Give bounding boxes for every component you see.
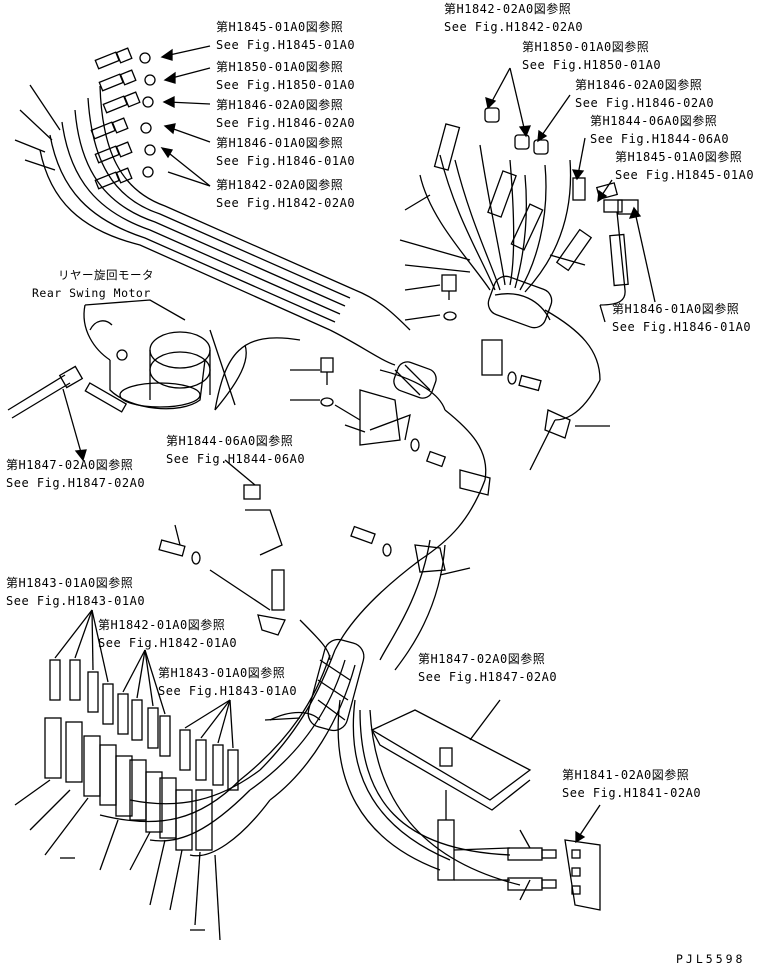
lower-center-fittings [158, 484, 471, 636]
ref-h1850-01a0-tl: 第H1850-01A0図参照 See Fig.H1850-01A0 [216, 60, 356, 92]
rear-swing-motor [83, 299, 247, 411]
motor-hose-left [7, 365, 128, 462]
lower-left-hose-bundle [99, 539, 521, 886]
misc-leaders [224, 459, 301, 721]
central-hose [214, 337, 487, 561]
ref-h1844-06a0-center: 第H1844-06A0図参照 See Fig.H1844-06A0 [166, 434, 306, 466]
ref-h1847-02a0-left: 第H1847-02A0図参照 See Fig.H1847-02A0 [6, 458, 146, 490]
ref-h1850-01a0-tr: 第H1850-01A0図参照 See Fig.H1850-01A0 [522, 40, 662, 72]
top-left-fittings [14, 47, 156, 190]
ref-h1841-02a0-right: 第H1841-02A0図参照 See Fig.H1841-02A0 [562, 768, 702, 800]
ref-h1846-02a0-tl: 第H1846-02A0図参照 See Fig.H1846-02A0 [216, 98, 356, 130]
rear-swing-motor-label: リヤー旋回モータ Rear Swing Motor [32, 268, 154, 300]
drawing-code: PJL5598 [676, 952, 746, 966]
top-left-hose-bundle [39, 85, 411, 366]
ref-h1846-02a0-tr: 第H1846-02A0図参照 See Fig.H1846-02A0 [575, 78, 715, 110]
center-bracket-bolts [290, 357, 447, 468]
ref-h1844-06a0-tr: 第H1844-06A0図参照 See Fig.H1844-06A0 [590, 114, 730, 146]
ref-h1843-01a0-left: 第H1843-01A0図参照 See Fig.H1843-01A0 [6, 576, 146, 608]
ref-h1842-01a0-left: 第H1842-01A0図参照 See Fig.H1842-01A0 [98, 618, 238, 650]
ref-h1847-02a0-right: 第H1847-02A0図参照 See Fig.H1847-02A0 [418, 652, 558, 684]
ref-h1846-01a0-r: 第H1846-01A0図参照 See Fig.H1846-01A0 [612, 302, 752, 334]
ref-h1846-01a0-tl: 第H1846-01A0図参照 See Fig.H1846-01A0 [216, 136, 356, 168]
top-left-leader-arrows [160, 45, 211, 187]
top-right-hoses [399, 67, 656, 496]
ref-h1843-01a0-center: 第H1843-01A0図参照 See Fig.H1843-01A0 [158, 666, 298, 698]
lower-left-fittings [14, 609, 239, 941]
ref-h1845-01a0-tr: 第H1845-01A0図参照 See Fig.H1845-01A0 [615, 150, 755, 182]
ref-h1842-02a0-tl: 第H1842-02A0図参照 See Fig.H1842-02A0 [216, 178, 356, 210]
ref-h1845-01a0-tl: 第H1845-01A0図参照 See Fig.H1845-01A0 [216, 20, 356, 52]
lower-right-bracket [370, 699, 601, 911]
ref-h1842-02a0-tr: 第H1842-02A0図参照 See Fig.H1842-02A0 [444, 2, 584, 34]
